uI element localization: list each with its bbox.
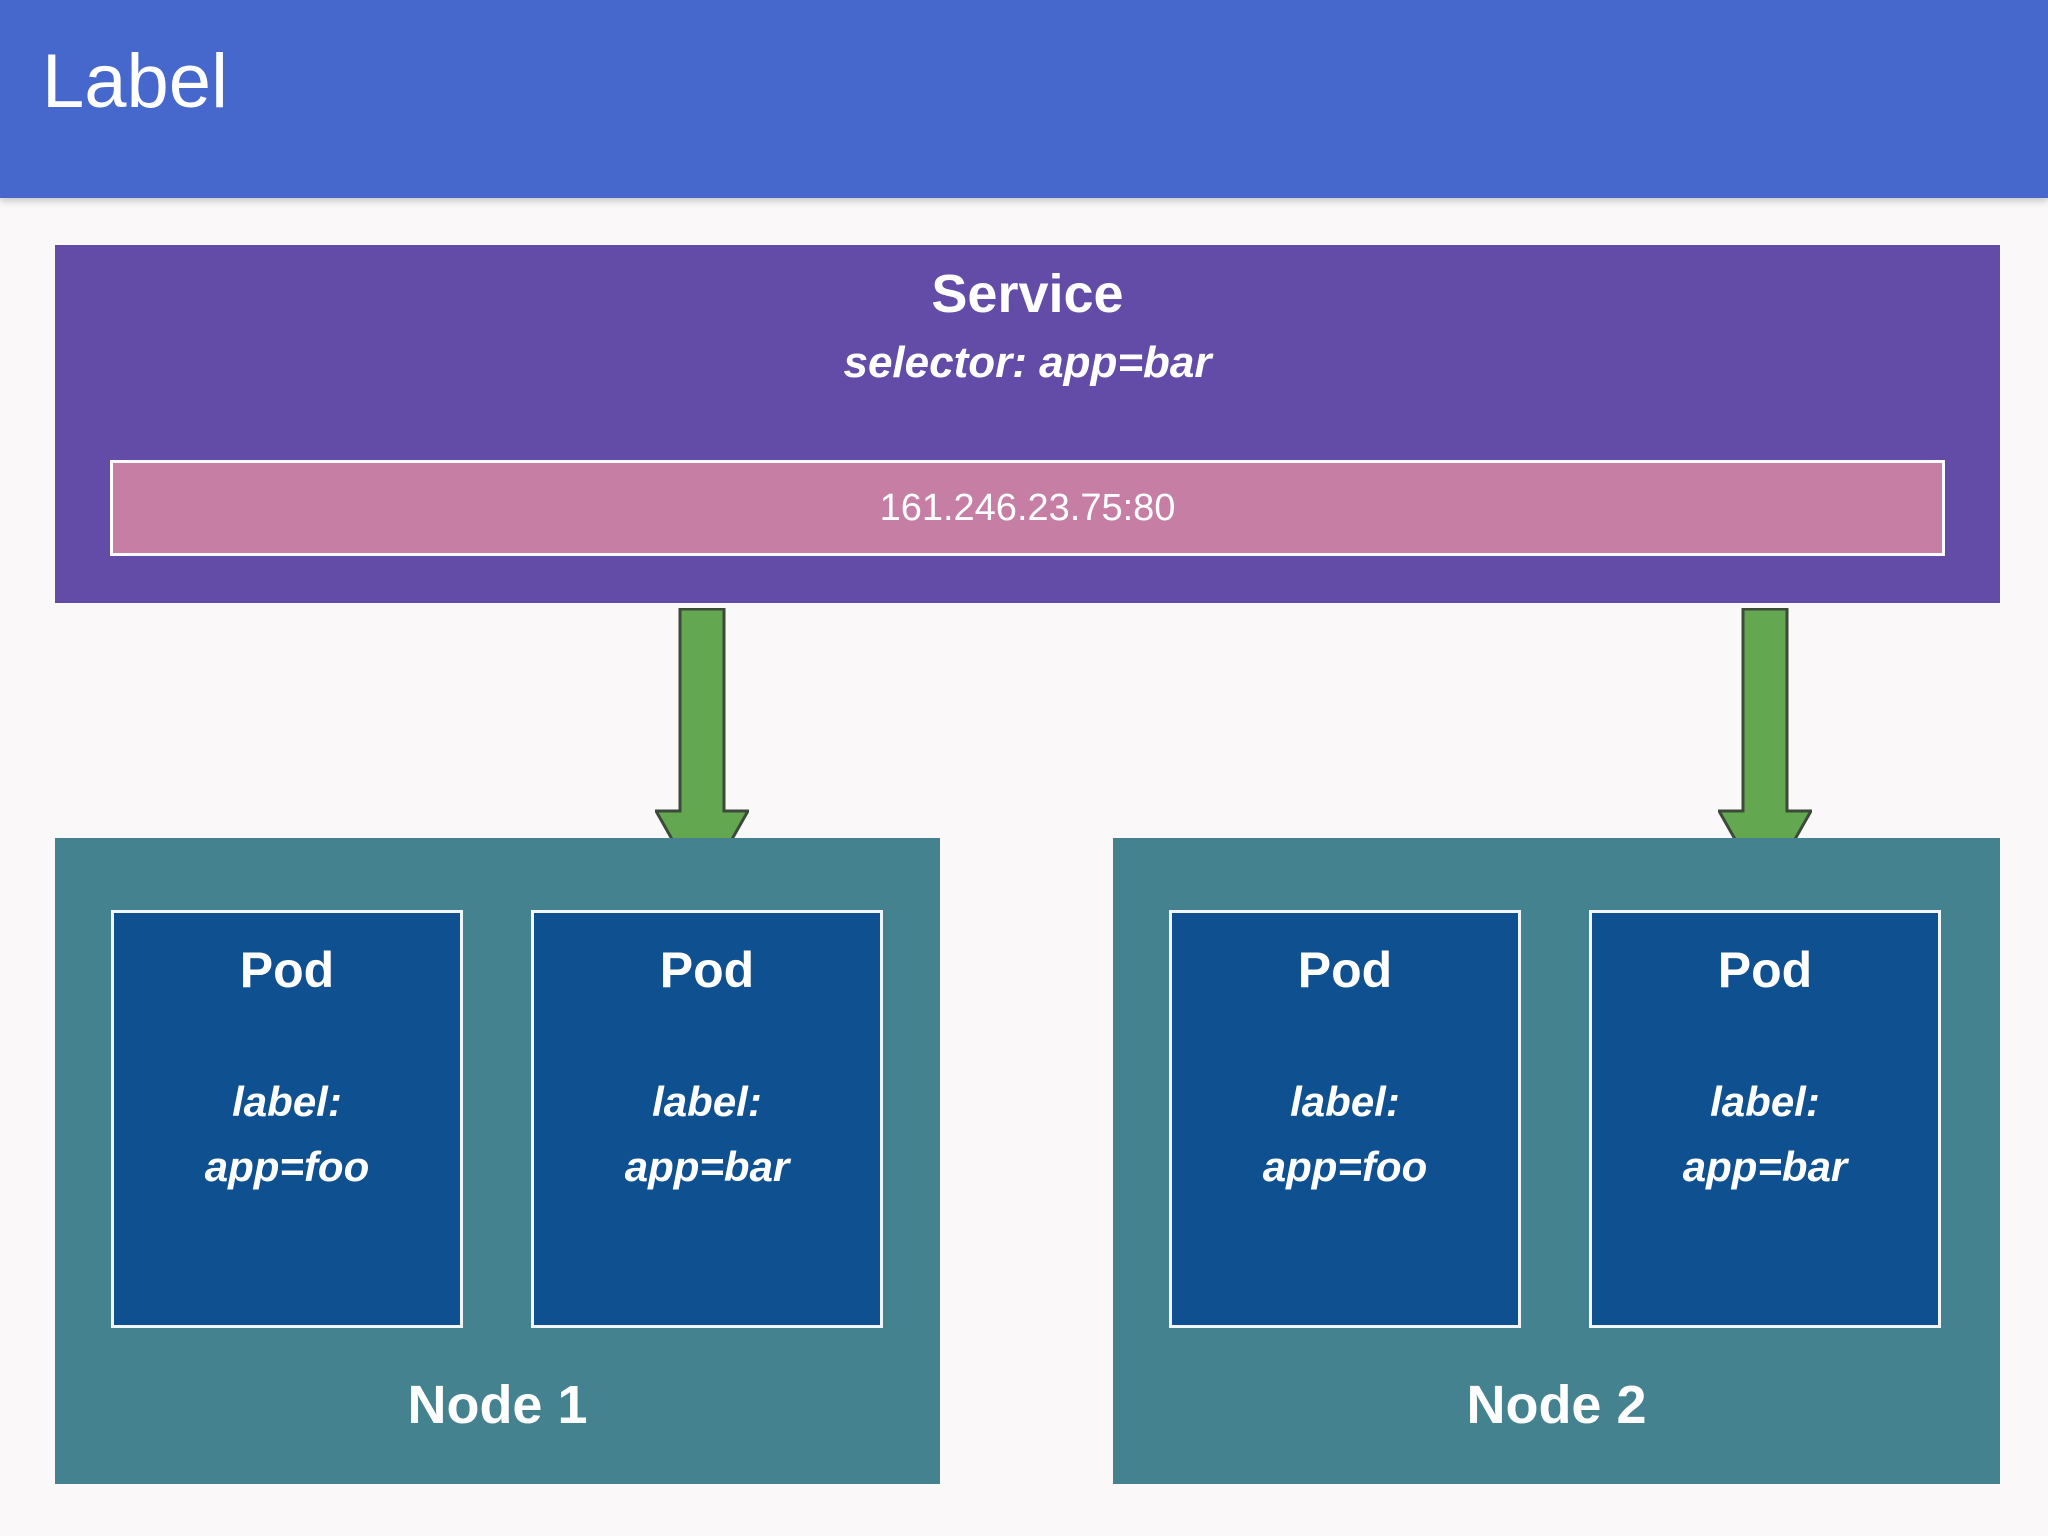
pod-title: Pod <box>239 942 335 998</box>
service-selector-text: selector: app=bar <box>843 338 1212 387</box>
pod-label-value: app=bar <box>624 1143 790 1190</box>
pod-title: Pod <box>659 942 755 998</box>
node-box-2: Pod label: app=foo Pod label: app=bar No… <box>1113 838 2000 1484</box>
service-box: Service selector: app=bar 161.246.23.75:… <box>55 245 2000 603</box>
service-endpoint-box: 161.246.23.75:80 <box>110 460 1945 556</box>
pod-label-key: label: <box>232 1078 342 1125</box>
service-title: Service <box>931 264 1124 324</box>
pod-label-key: label: <box>1710 1078 1820 1125</box>
service-endpoint-text: 161.246.23.75:80 <box>879 486 1176 529</box>
node-label: Node 2 <box>1466 1375 1647 1435</box>
pod-label-key: label: <box>652 1078 762 1125</box>
pod-box: Pod label: app=bar <box>531 910 883 1328</box>
node-box-1: Pod label: app=foo Pod label: app=bar No… <box>55 838 940 1484</box>
header-bar: Label <box>0 0 2048 198</box>
page-title: Label <box>42 39 228 124</box>
pod-box: Pod label: app=foo <box>111 910 463 1328</box>
node-label: Node 1 <box>407 1375 588 1435</box>
pod-label-value: app=bar <box>1682 1143 1848 1190</box>
pod-label-value: app=foo <box>204 1143 370 1190</box>
pod-label-key: label: <box>1290 1078 1400 1125</box>
pod-title: Pod <box>1717 942 1813 998</box>
pod-box: Pod label: app=bar <box>1589 910 1941 1328</box>
pod-title: Pod <box>1297 942 1393 998</box>
pod-box: Pod label: app=foo <box>1169 910 1521 1328</box>
pod-label-value: app=foo <box>1262 1143 1428 1190</box>
